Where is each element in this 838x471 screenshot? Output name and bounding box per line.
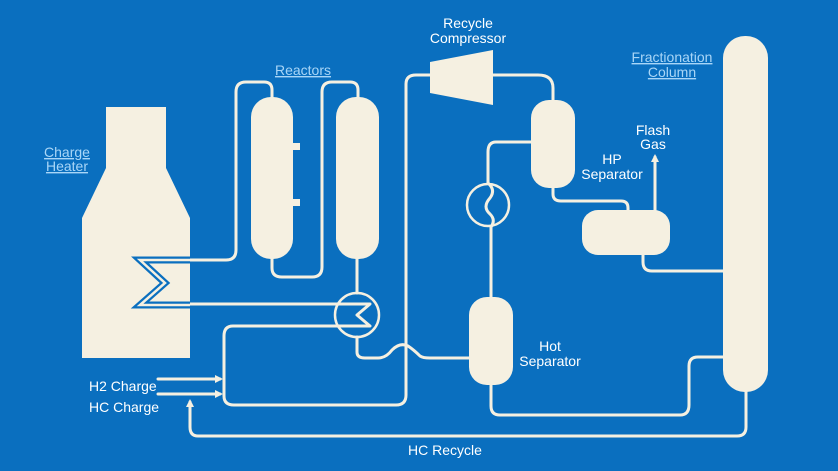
heater-coil-inner <box>136 258 190 307</box>
flash-gas-label: Flash <box>636 122 670 138</box>
heater-return-pipe <box>188 73 434 407</box>
fractionation-column-label[interactable]: Column <box>648 64 696 80</box>
reactor-1-nozzle <box>293 199 300 206</box>
hp-separator-label: Separator <box>581 166 643 182</box>
hot-separator <box>469 297 513 385</box>
reactor-1 <box>251 97 293 259</box>
hp-separator-label: HP <box>602 151 621 167</box>
reactors-label[interactable]: Reactors <box>275 62 331 78</box>
heat-exchanger-1 <box>333 291 381 339</box>
charge-heater-label[interactable]: Charge <box>44 144 90 160</box>
hp-separator-to-hot-separator-pipe <box>486 140 533 300</box>
flash-gas-label: Gas <box>640 136 666 152</box>
reactor1-to-reactor2-pipe <box>270 80 360 279</box>
recycle-compressor <box>430 50 493 105</box>
charge-heater <box>82 107 190 358</box>
hot-separator-label: Separator <box>519 353 581 369</box>
hc-recycle-arrow <box>186 388 748 438</box>
hc-charge-label: HC Charge <box>89 399 159 415</box>
recycle-compressor-label: Compressor <box>430 30 507 46</box>
hp-separator-to-flash-drum-pipe <box>551 185 630 213</box>
hc-recycle-label: HC Recycle <box>408 442 482 458</box>
reactor-1-nozzle <box>293 143 300 150</box>
heater-to-reactor1-pipe <box>188 80 274 262</box>
compressor-to-hp-separator-pipe <box>490 73 555 103</box>
h2-charge-label: H2 Charge <box>89 378 157 394</box>
reactor-2 <box>336 97 379 259</box>
heat-exchanger-2-coil <box>484 181 495 229</box>
exchanger-to-hot-separator-pipe <box>355 335 472 360</box>
fractionation-column-label[interactable]: Fractionation <box>632 49 713 65</box>
fractionation-column <box>723 36 768 392</box>
flash-drum <box>582 210 670 255</box>
hot-separator-label: Hot <box>539 338 561 354</box>
recycle-compressor-label: Recycle <box>443 15 493 31</box>
charge-heater-label[interactable]: Heater <box>46 158 88 174</box>
flash-drum-to-column-pipe <box>641 253 726 273</box>
hot-separator-to-column-pipe <box>489 355 726 417</box>
hp-separator <box>531 100 575 188</box>
